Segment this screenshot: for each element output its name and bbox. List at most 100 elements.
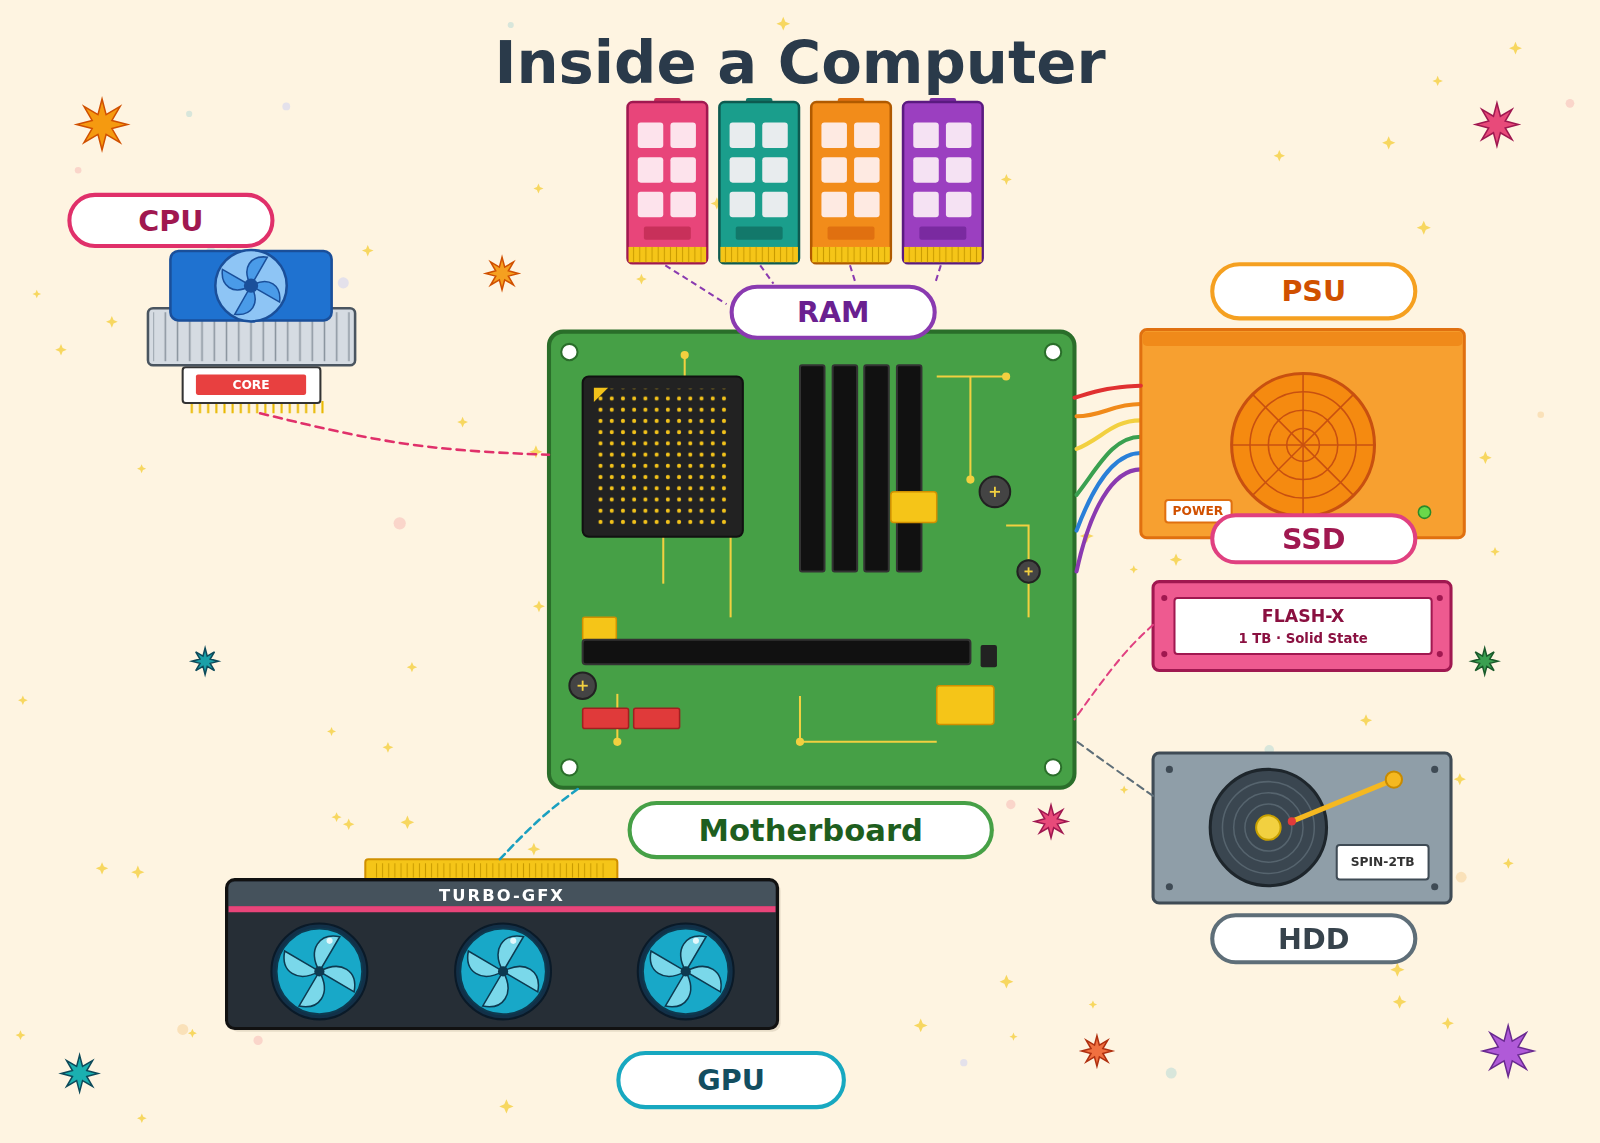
gpu-illustration [229, 882, 776, 906]
decoration-stars [137, 1113, 147, 1123]
hdd-illustration [1166, 766, 1438, 890]
ram-illustration [904, 247, 982, 262]
decoration-stars [1006, 800, 1015, 809]
motherboard-illustration [730, 537, 732, 618]
decoration-stars [282, 103, 290, 111]
motherboard-illustration [981, 645, 997, 667]
hdd-illustration [1166, 766, 1173, 773]
hdd-illustration [1288, 817, 1296, 825]
ram-illustration [821, 122, 847, 148]
connection-line [260, 413, 549, 455]
decoration-stars [1009, 1032, 1017, 1040]
cpu-illustration [222, 257, 280, 315]
ssd-illustration [1161, 595, 1443, 657]
power-cable [1077, 420, 1141, 449]
hdd-illustration [1431, 766, 1438, 773]
gpu-illustration [271, 923, 733, 1019]
motherboard-illustration [1017, 560, 1039, 582]
decoration-stars [131, 866, 144, 879]
gpu-illustration [643, 929, 729, 1015]
component-node: Motherboard [549, 332, 1075, 788]
motherboard-illustration [682, 352, 688, 358]
device-marking: SPIN-2TB [1351, 856, 1415, 869]
decoration-stars [137, 464, 146, 473]
cpu-illustration [196, 374, 306, 394]
motherboard-illustration [994, 487, 996, 497]
decoration-stars [32, 290, 41, 299]
decoration-stars [362, 245, 374, 257]
ram-illustration [644, 227, 691, 240]
decoration-stars [457, 417, 468, 428]
gpu-illustration [460, 929, 546, 1015]
decoration-stars [1001, 174, 1012, 185]
motherboard-illustration [561, 759, 577, 775]
decoration-stars [55, 344, 67, 356]
motherboard-illustration [800, 696, 937, 742]
ram-illustration [762, 157, 788, 183]
ssd-illustration [1153, 582, 1451, 671]
hdd-illustration [1153, 753, 1451, 903]
gpu-illustration [681, 966, 691, 976]
decoration-stars [188, 1029, 197, 1038]
psu-illustration [1418, 506, 1430, 518]
decoration-stars [527, 843, 540, 856]
gpu-illustration [271, 923, 367, 1019]
ssd-illustration [1161, 651, 1167, 657]
decoration-stars [914, 1019, 928, 1033]
diagram-title: Inside a Computer [0, 31, 1600, 96]
part-label: HDD [1210, 913, 1417, 964]
device-marking: 1 TB · Solid State [1238, 631, 1367, 646]
cpu-illustration [183, 367, 321, 403]
psu-illustration [1232, 373, 1375, 516]
motherboard-illustration [980, 477, 1011, 508]
ssd-illustration [1437, 651, 1443, 657]
decoration-stars [1390, 963, 1404, 977]
device-marking: POWER [1173, 504, 1224, 517]
motherboard-illustration [1006, 526, 1028, 560]
decoration-stars [508, 22, 514, 28]
decoration-stars [192, 648, 219, 675]
device-marking: CORE [232, 379, 269, 392]
ram-illustration [812, 247, 890, 262]
power-cable [1077, 404, 1141, 571]
ram-illustration [670, 157, 696, 183]
gpu-illustration [468, 951, 503, 976]
component-node: SSD [1153, 513, 1451, 670]
decoration-stars [1082, 1036, 1113, 1067]
decoration-stars [16, 1030, 26, 1040]
gpu-illustration [314, 966, 324, 976]
decoration-stars [533, 600, 545, 612]
hdd-illustration [1256, 815, 1280, 839]
decoration-stars [1476, 103, 1519, 146]
motherboard-illustration [594, 388, 608, 402]
decoration-stars [1442, 1017, 1454, 1029]
gpu-illustration [510, 938, 516, 944]
motherboard-illustration [549, 332, 1075, 788]
motherboard-illustration [1028, 567, 1030, 575]
decoration-stars [383, 742, 394, 753]
power-cable [1074, 386, 1140, 398]
part-label: CPU [67, 193, 274, 248]
gpu-illustration [455, 923, 551, 1019]
gpu-illustration [638, 923, 734, 1019]
component-node: PSU [1141, 262, 1464, 538]
decoration-stars [499, 1099, 513, 1113]
decoration-stars [1483, 1026, 1534, 1077]
motherboard-illustration [583, 640, 971, 664]
decoration-stars [96, 862, 108, 874]
hdd-illustration [1245, 804, 1292, 851]
motherboard-illustration [1028, 584, 1030, 618]
ram-illustration [904, 247, 982, 262]
decoration-stars [1170, 553, 1182, 565]
ram-illustration [821, 157, 847, 183]
part-label: GPU [616, 1051, 846, 1109]
motherboard-illustration [833, 365, 857, 571]
motherboard-illustration [891, 492, 937, 523]
motherboard-illustration [797, 739, 803, 745]
gpu-illustration [376, 863, 608, 877]
decoration-stars [1089, 1000, 1097, 1008]
psu-illustration [1253, 395, 1353, 495]
decoration-stars [327, 727, 336, 736]
ram-illustration [946, 157, 972, 183]
